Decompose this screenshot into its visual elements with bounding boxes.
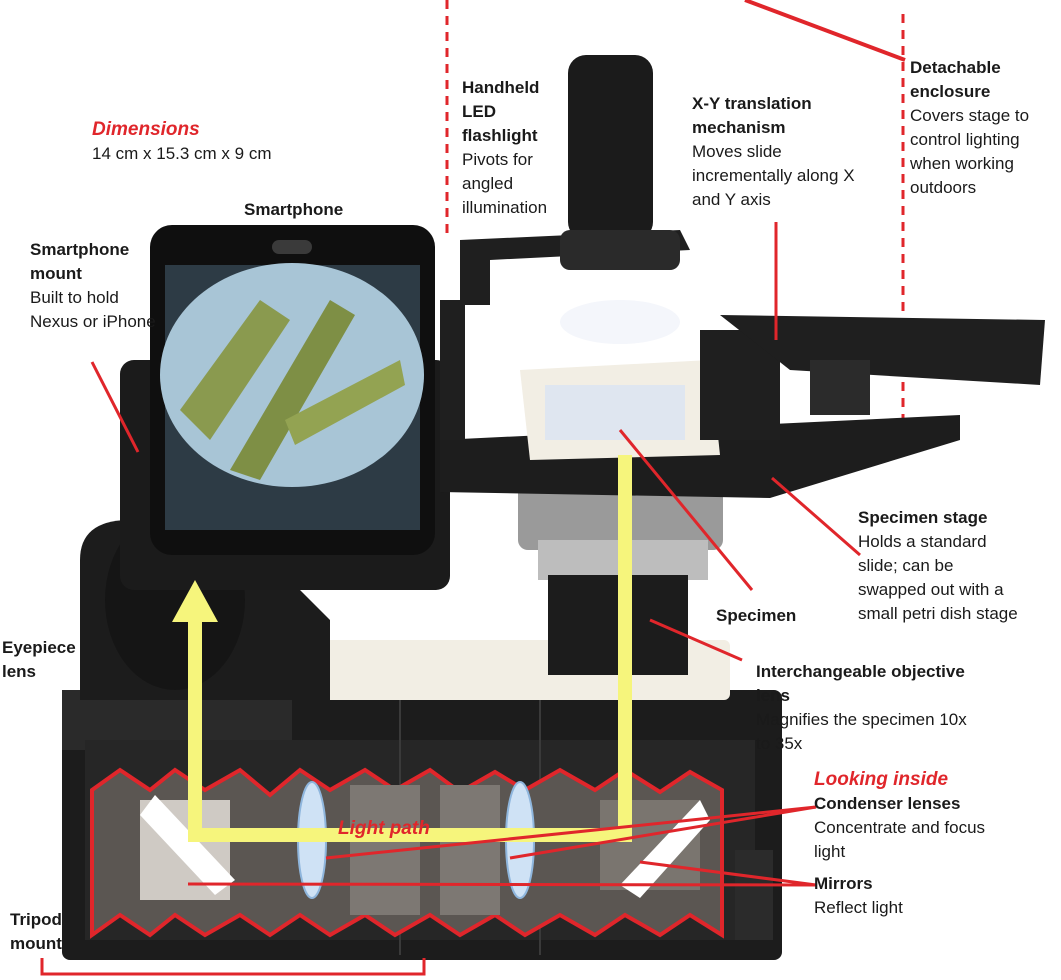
light-path-arrowhead (172, 580, 218, 622)
smartphone-mount-label: Smartphone mount Built to hold Nexus or … (30, 238, 170, 334)
flashlight-label: Handheld LED flashlight Pivots for angle… (462, 76, 574, 220)
enclosure-title: Detachable enclosure (910, 58, 1001, 101)
specimen-label: Specimen (716, 604, 796, 628)
enclosure-label: Detachable enclosure Covers stage to con… (910, 56, 1050, 200)
smartphone-title: Smartphone (244, 200, 344, 219)
objective-title: Interchangeable objective lens (756, 662, 965, 705)
condenser-desc: Concentrate and focus light (814, 818, 986, 861)
mirror-left (140, 795, 235, 895)
mount-desc: Built to hold Nexus or iPhone (30, 288, 156, 331)
pointer-lines (90, 222, 861, 887)
eyepiece-label: Eyepiece lens (2, 636, 82, 684)
enclosure-desc: Covers stage to control lighting when wo… (910, 106, 1030, 197)
dimensions-label: Dimensions 14 cm x 15.3 cm x 9 cm (92, 118, 272, 166)
xy-title: X-Y translation mechanism (692, 94, 812, 137)
objective-lens-label: Interchangeable objective lens Magnifies… (756, 660, 976, 756)
eyepiece-title: Eyepiece lens (2, 638, 76, 681)
looking-inside-title: Looking inside (814, 769, 949, 790)
mirrors-title: Mirrors (814, 874, 873, 893)
specimen-stage-shape (440, 360, 960, 498)
tripod-mount-label: Tripod mount (10, 908, 80, 956)
mirrors-desc: Reflect light (814, 898, 903, 917)
xy-mechanism-label: X-Y translation mechanism Moves slide in… (692, 92, 882, 212)
flashlight-desc: Pivots for angled illumination (462, 150, 548, 217)
dimensions-title: Dimensions (92, 119, 200, 140)
mirror-right (620, 800, 710, 898)
stage-title: Specimen stage (858, 508, 988, 527)
tripod-bracket (40, 958, 426, 976)
specimen-title: Specimen (716, 606, 797, 625)
tripod-title: Tripod mount (10, 910, 62, 953)
objective-desc: Magnifies the specimen 10x to 35x (756, 710, 967, 753)
smartphone-label: Smartphone (244, 198, 343, 222)
smartphone-device (150, 225, 435, 555)
xy-desc: Moves slide incrementally along X and Y … (692, 142, 855, 209)
flashlight-shape (440, 55, 690, 440)
condenser-title: Condenser lenses (814, 794, 961, 813)
mount-title: Smartphone mount (30, 240, 130, 283)
mirrors-label: Mirrors Reflect light (814, 872, 964, 920)
dimensions-value: 14 cm x 15.3 cm x 9 cm (92, 144, 272, 163)
light-path-shape (188, 455, 632, 842)
flashlight-title: Handheld LED flashlight (462, 78, 540, 145)
stage-desc: Holds a standard slide; can be swapped o… (858, 532, 1018, 623)
light-path-label: Light path (338, 818, 430, 839)
enclosure-pointer-line (744, 0, 906, 62)
specimen-stage-label: Specimen stage Holds a standard slide; c… (858, 506, 1018, 626)
xy-mechanism-shape (700, 315, 1045, 440)
looking-inside-label: Looking inside Condenser lenses Concentr… (814, 768, 1014, 864)
